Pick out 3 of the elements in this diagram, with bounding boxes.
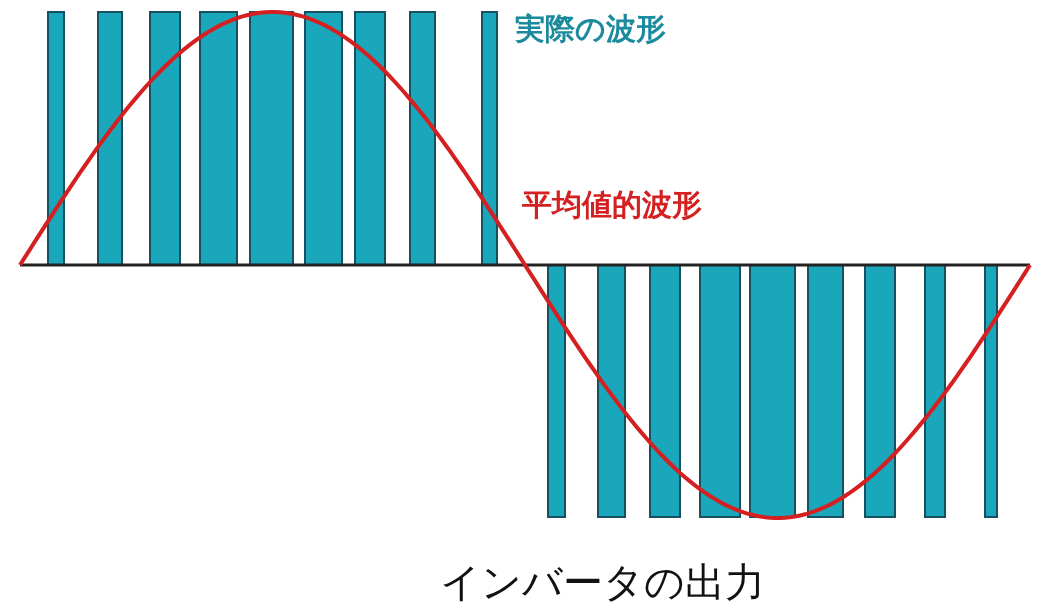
actual-waveform-label: 実際の波形	[515, 14, 666, 44]
caption: インバータの出力	[440, 562, 765, 602]
average-waveform-label: 平均値的波形	[522, 190, 702, 220]
